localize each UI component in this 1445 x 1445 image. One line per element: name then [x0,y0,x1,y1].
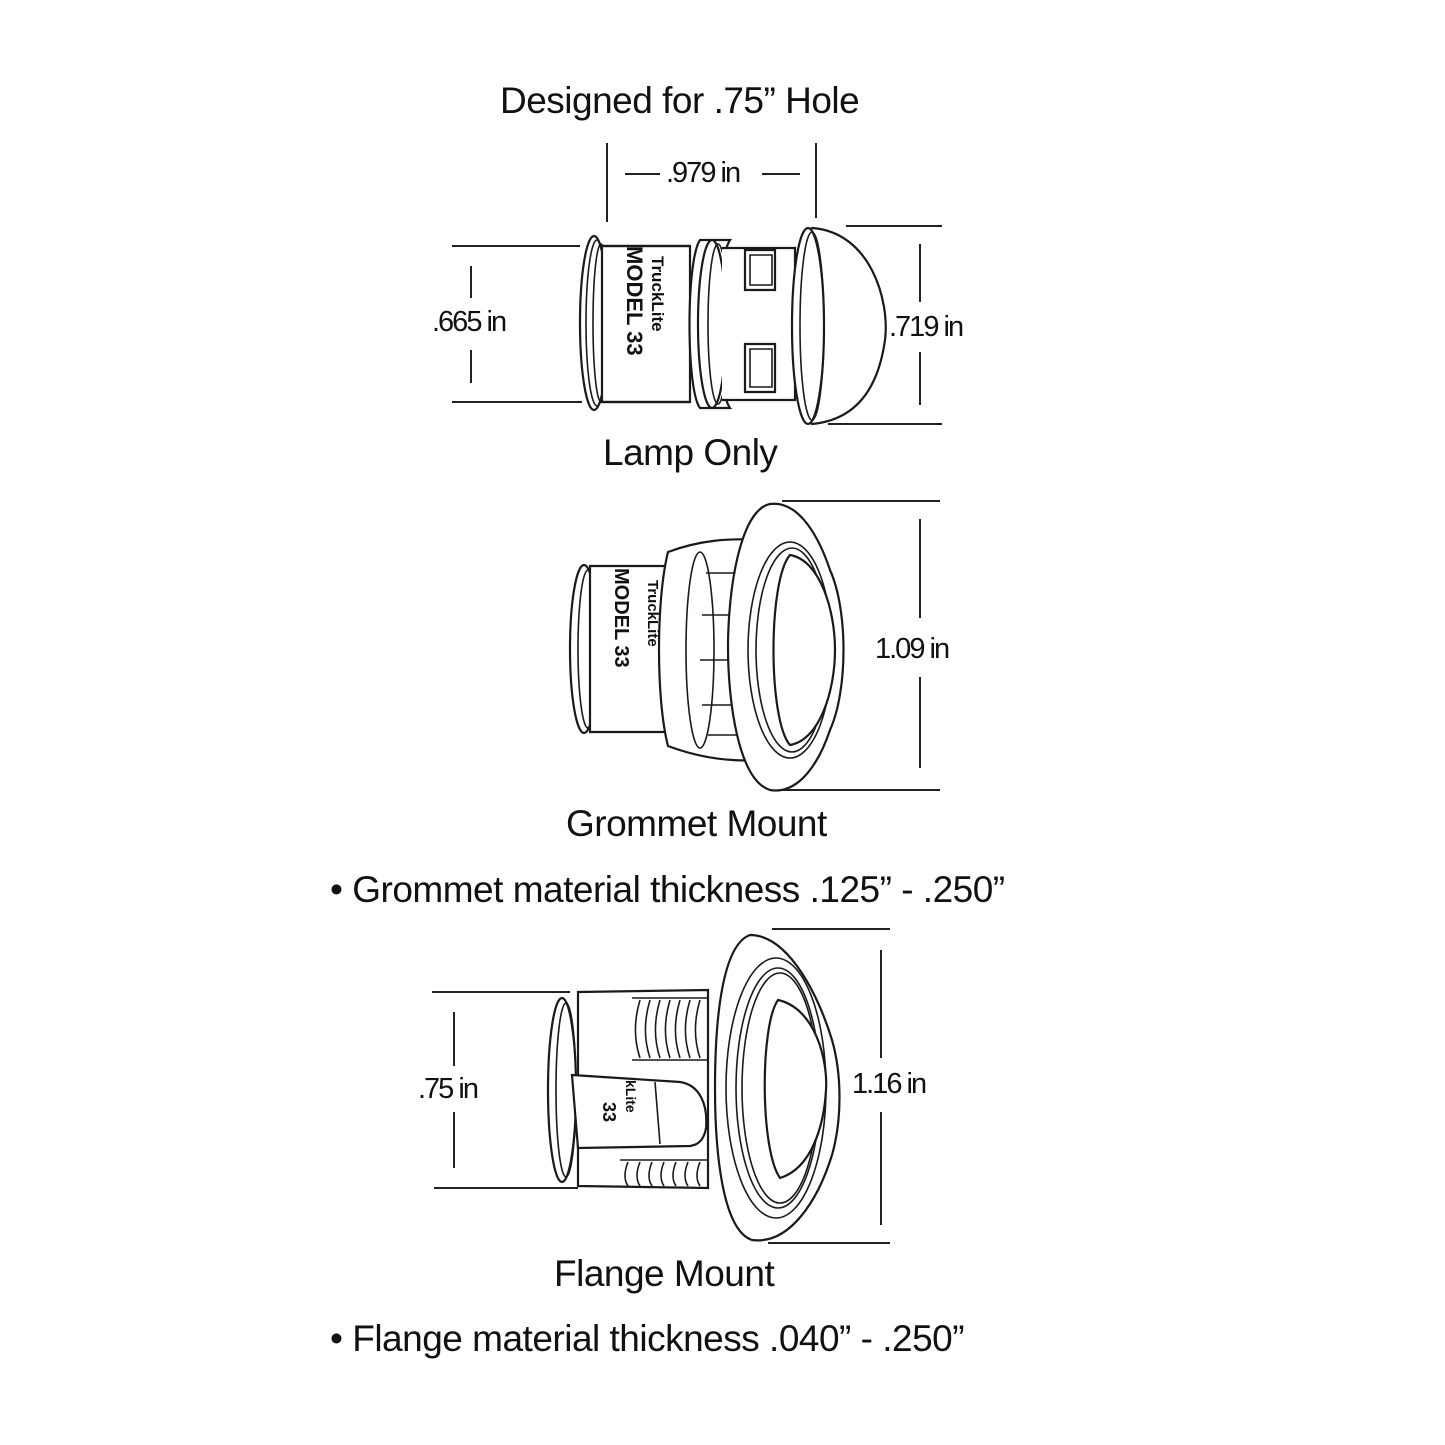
flange-mount-caption: Flange Mount [554,1253,775,1294]
grommet-mount-drawing: TruckLite MODEL 33 [568,500,940,792]
grommet-height-dimension: 1.09 in [875,633,950,665]
lamp-length-dimension: .979 in [666,157,741,189]
lamp-only-model-marking: MODEL 33 [622,246,647,356]
lamp-only-caption: Lamp Only [603,432,778,473]
flange-body-diameter-dimension: .75 in [418,1073,479,1105]
lamp-only-brand-marking: TruckLite [648,256,667,332]
grommet-thickness-note: • Grommet material thickness .125” - .25… [330,869,1005,910]
thread-lines-bottom [620,1159,708,1187]
lamp-only-drawing: TruckLite MODEL 33 [452,143,942,426]
thread-lines-top [632,997,709,1061]
grommet-brand-marking: TruckLite [644,580,661,647]
flange-mount-drawing: kLite 33 [432,928,890,1244]
grommet-model-marking: MODEL 33 [610,568,632,668]
page-title: Designed for .75” Hole [500,80,860,121]
lamp-lens-diameter-dimension: .719 in [889,311,964,343]
flange-height-dimension: 1.16 in [852,1068,927,1100]
flange-thickness-note: • Flange material thickness .040” - .250… [330,1318,965,1359]
grommet-mount-caption: Grommet Mount [566,803,827,844]
flange-model-marking: 33 [599,1102,619,1122]
flange-brand-marking: kLite [623,1080,639,1113]
lamp-body-diameter-dimension: .665 in [432,306,507,338]
